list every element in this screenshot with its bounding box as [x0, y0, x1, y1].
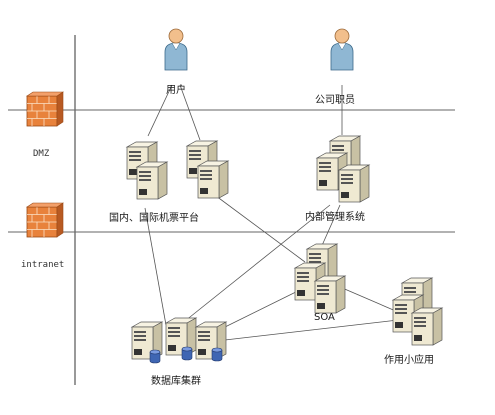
ticketing-label: 国内、国际机票平台 — [109, 213, 199, 224]
link-db-apps — [224, 319, 399, 341]
link-internal-db — [179, 204, 331, 326]
user-label: 用户 — [166, 85, 186, 96]
link-db-soa — [224, 285, 309, 328]
apps-server-cluster — [392, 277, 443, 346]
ticketing-server-cluster — [126, 140, 229, 200]
link-ticketing-db — [144, 207, 167, 326]
server-icon — [338, 164, 370, 203]
internal-label: 内部管理系统 — [305, 212, 365, 223]
link-internal-soa — [319, 204, 341, 251]
database-icon — [211, 347, 223, 362]
staff-label: 公司职员 — [315, 95, 355, 106]
link-user-ticketing-b — [179, 84, 201, 141]
database-server-cluster — [131, 317, 227, 364]
internal-server-cluster — [316, 135, 370, 203]
soa-label: SOA — [314, 312, 335, 323]
firewall-icon — [26, 91, 64, 127]
soa-server-cluster — [294, 243, 346, 314]
firewall-icon — [26, 202, 64, 238]
person-icon — [164, 28, 188, 71]
link-soa-apps — [339, 286, 399, 313]
server-icon — [136, 161, 168, 200]
link-user-ticketing-a — [147, 84, 173, 137]
connection-lines — [144, 84, 399, 341]
server-icon — [314, 275, 346, 314]
intranet-zone-label: intranet — [21, 260, 65, 270]
apps-label: 作用小应用 — [384, 355, 434, 366]
database-icon — [149, 349, 161, 364]
link-ticketing-soa — [207, 189, 306, 263]
server-icon — [197, 160, 229, 199]
db-label: 数据库集群 — [151, 376, 201, 387]
server-icon — [411, 307, 443, 346]
dmz-zone-label: DMZ — [33, 149, 50, 159]
database-icon — [181, 346, 193, 361]
person-icon — [330, 28, 354, 71]
